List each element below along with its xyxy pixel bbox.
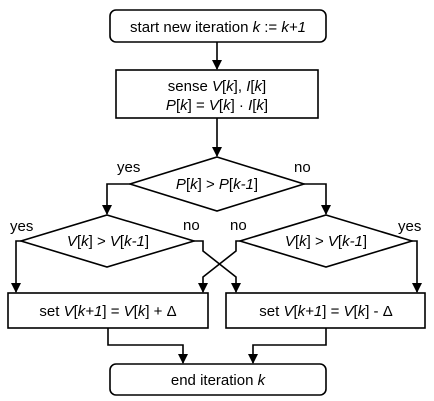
end-label: end iteration k	[171, 372, 267, 389]
left-no-label: no	[183, 217, 200, 234]
edge-right-yes	[412, 240, 422, 293]
edge-right-no	[198, 240, 240, 293]
right-yes-label: yes	[398, 218, 421, 235]
sense-line2: P[k] = V[k] · I[k]	[166, 97, 268, 114]
edge-left-yes	[11, 240, 21, 293]
decision-voltage-right-node	[237, 214, 415, 268]
edge-left-no	[194, 240, 241, 293]
sense-node	[115, 69, 319, 119]
start-label: start new iteration k := k+1	[130, 19, 306, 36]
increase-voltage-label: set V[k+1] = V[k] + Δ	[39, 303, 176, 320]
edge-power-no	[304, 183, 331, 215]
start-var-k: k	[253, 19, 262, 36]
decision-voltage-left-label: V[k] > V[k-1]	[67, 233, 149, 250]
start-node	[109, 9, 327, 43]
start-assign: :=	[260, 19, 281, 36]
start-text: start new iteration	[130, 19, 253, 36]
end-node	[109, 363, 327, 396]
start-expr: k+1	[281, 19, 306, 36]
edge-decrease-to-end	[248, 328, 327, 364]
left-yes-label: yes	[10, 218, 33, 235]
decision-power-node	[127, 156, 307, 212]
decision-voltage-left-node	[18, 214, 197, 268]
sense-line1: sense V[k], I[k]	[168, 78, 266, 95]
power-no-label: no	[294, 159, 311, 176]
edge-increase-to-end	[107, 328, 188, 364]
right-no-label: no	[230, 217, 247, 234]
decision-power-label: P[k] > P[k-1]	[176, 176, 258, 193]
increase-voltage-node	[7, 292, 209, 329]
power-yes-label: yes	[117, 159, 140, 176]
decrease-voltage-label: set V[k+1] = V[k] - Δ	[259, 303, 392, 320]
decision-voltage-right-label: V[k] > V[k-1]	[285, 233, 367, 250]
decrease-voltage-node	[225, 292, 426, 329]
edge-power-yes	[102, 183, 130, 215]
